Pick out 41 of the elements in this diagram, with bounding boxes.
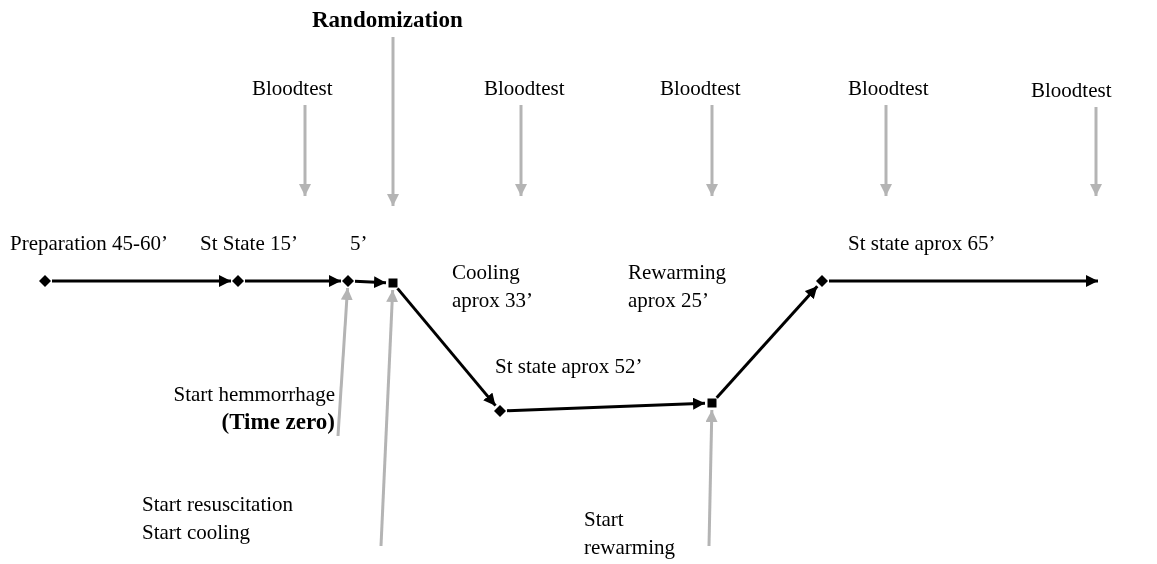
phase-label: Preparation 45-60’ [10,230,169,257]
diamond-marker [39,275,51,287]
event-label: Bloodtest [1031,77,1112,104]
arrow [829,275,1098,287]
arrow [299,105,311,196]
arrow [354,276,387,289]
event-label: Start hemmorrhage [172,381,335,408]
arrow [396,287,497,407]
arrow [379,289,399,547]
arrow [715,285,819,399]
arrow [52,275,231,287]
event-label: Randomization [312,6,463,34]
square-marker [387,277,399,289]
arrow [705,409,718,547]
arrow [245,275,341,287]
phase-label: St state aprox 65’ [848,230,996,257]
phase-label: 5’ [350,230,368,257]
phase-label: Cooling aprox 33’ [452,259,535,314]
square-marker [706,397,718,409]
diamond-marker [342,275,354,287]
event-label: Bloodtest [848,75,929,102]
diamond-marker [232,275,244,287]
event-label: Bloodtest [484,75,565,102]
arrow [1090,107,1102,196]
arrow [880,105,892,196]
event-label: Start resuscitation [142,491,295,518]
event-label: Start cooling [142,519,251,546]
arrow [706,105,718,196]
diamond-marker [494,405,506,417]
phase-label: Rewarming aprox 25’ [628,259,727,314]
arrow [506,397,706,413]
event-label: Start rewarming [584,506,676,561]
event-label: (Time zero) [220,408,335,436]
event-label: Bloodtest [660,75,741,102]
arrow [336,287,353,437]
phase-label: St state aprox 52’ [495,353,643,380]
arrow [387,37,399,206]
phase-label: St State 15’ [200,230,298,257]
event-label: Bloodtest [252,75,333,102]
arrow [515,105,527,196]
diamond-marker [816,275,828,287]
